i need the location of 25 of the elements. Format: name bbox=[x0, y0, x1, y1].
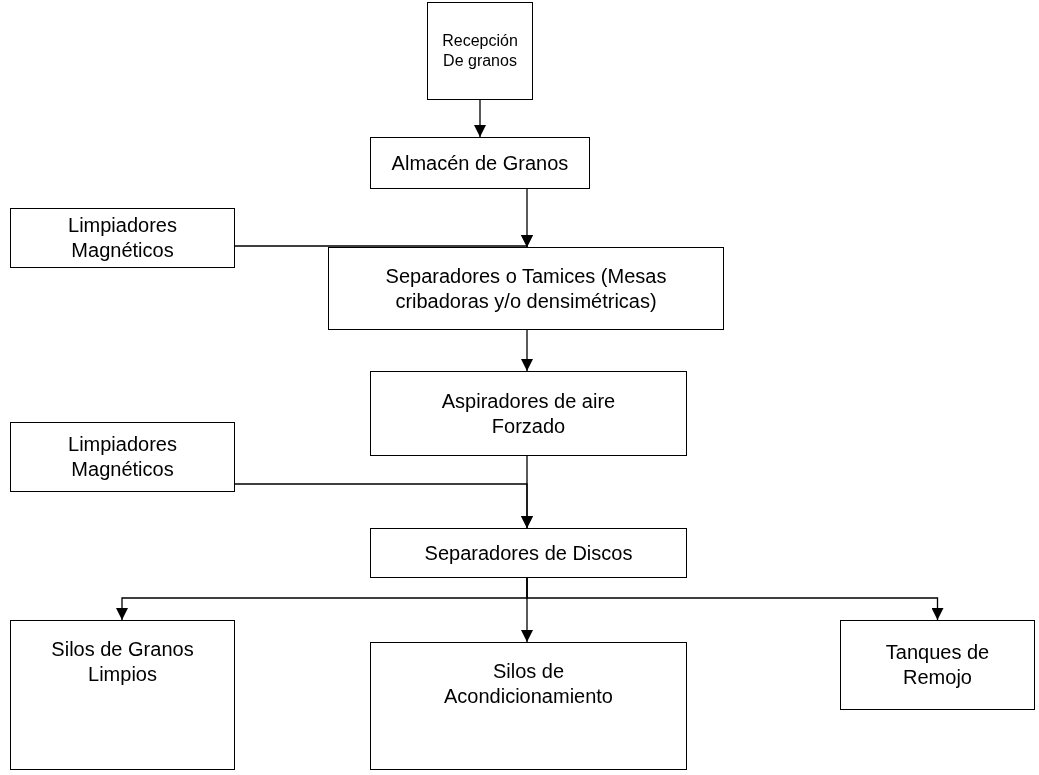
process-box bbox=[427, 2, 533, 100]
arrow bbox=[526, 577, 944, 621]
arrow bbox=[474, 99, 486, 138]
process-box bbox=[370, 371, 687, 456]
process-box bbox=[10, 208, 235, 268]
arrow bbox=[234, 483, 533, 529]
box-label: Limpiadores Magnéticos bbox=[67, 432, 178, 482]
box-label: Almacén de Granos bbox=[391, 150, 569, 176]
arrow bbox=[234, 235, 533, 248]
process-box bbox=[370, 642, 687, 770]
arrow bbox=[521, 329, 533, 372]
process-box bbox=[840, 620, 1035, 710]
box-label: Separadores o Tamices (Mesas cribadoras y/o densimétricas) bbox=[384, 263, 668, 314]
box-label: Separadores de Discos bbox=[424, 540, 633, 566]
box-label: Silos de Acondicionamiento bbox=[443, 659, 614, 709]
box-label: Silos de Granos Limpios bbox=[50, 637, 195, 687]
process-box bbox=[370, 528, 687, 578]
box-label: Limpiadores Magnéticos bbox=[67, 213, 178, 263]
box-label: Tanques de Remojo bbox=[884, 640, 991, 690]
process-box bbox=[328, 247, 724, 330]
box-label: Recepción De granos bbox=[441, 31, 519, 71]
process-box bbox=[10, 422, 235, 492]
process-box bbox=[370, 137, 590, 189]
box-label: Aspiradores de aire Forzado bbox=[440, 388, 617, 439]
process-box bbox=[10, 620, 235, 770]
